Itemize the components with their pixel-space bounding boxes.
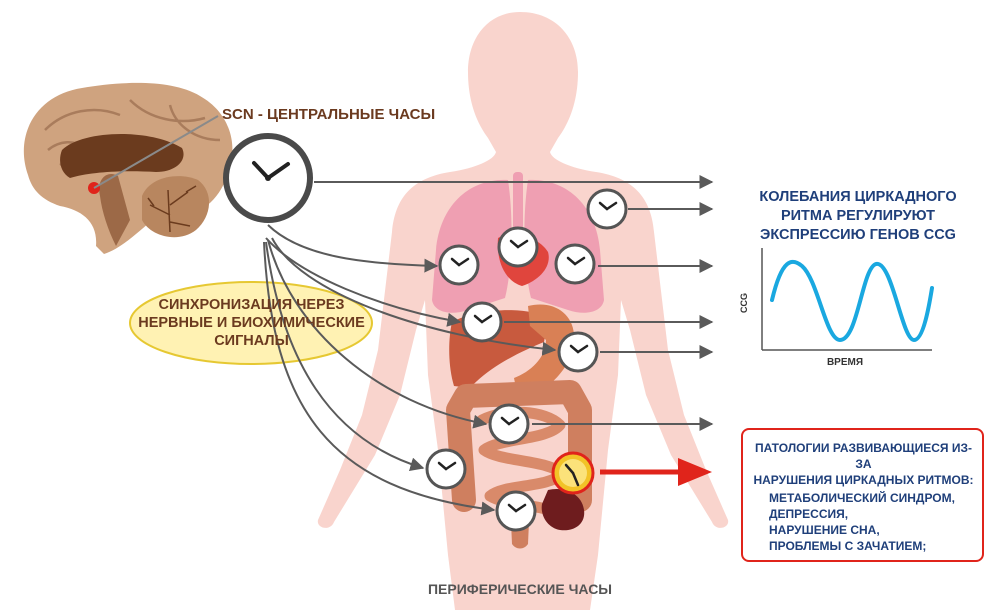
- pathologies-box: ПАТОЛОГИИ РАЗВИВАЮЩИЕСЯ ИЗ-ЗА НАРУШЕНИЯ …: [741, 428, 984, 562]
- scn-pointer: [93, 115, 219, 189]
- scn-label: SCN - ЦЕНТРАЛЬНЫЕ ЧАСЫ: [222, 106, 436, 123]
- clock-icon: [497, 226, 539, 268]
- ccg-x-axis-label: ВРЕМЯ: [826, 357, 864, 368]
- ccg-title: КОЛЕБАНИЯ ЦИРКАДНОГО РИТМА РЕГУЛИРУЮТ ЭК…: [758, 188, 958, 245]
- ccg-title-line: РИТМА РЕГУЛИРУЮТ: [780, 208, 936, 224]
- clock-icon: [586, 188, 628, 230]
- ccg-wave: [770, 259, 934, 343]
- sync-label-line: НЕРВНЫЕ И БИОХИМИЧЕСКИЕ: [138, 315, 365, 331]
- pathology-item: ДЕПРЕССИЯ,: [769, 507, 849, 521]
- central-clock-icon: [223, 133, 313, 223]
- arrows: [263, 175, 714, 516]
- peripheral-clocks-label: ПЕРИФЕРИЧЕСКИЕ ЧАСЫ: [427, 581, 613, 597]
- sync-bubble: [129, 281, 373, 365]
- pathologies-title-line: НАРУШЕНИЯ ЦИРКАДНЫХ РИТМОВ:: [753, 473, 974, 487]
- ccg-title-line: ЭКСПРЕССИЮ ГЕНОВ CCG: [760, 227, 956, 243]
- clock-icon: [438, 244, 480, 286]
- pathologies-list: МЕТАБОЛИЧЕСКИЙ СИНДРОМ, ДЕПРЕССИЯ, НАРУШ…: [769, 490, 955, 554]
- clock-icon: [461, 301, 503, 343]
- clock-icon: [554, 243, 596, 285]
- small-intestine: [476, 406, 568, 518]
- pathology-item: ПРОБЛЕМЫ С ЗАЧАТИЕМ;: [769, 539, 927, 553]
- pathologies-title: ПАТОЛОГИИ РАЗВИВАЮЩИЕСЯ ИЗ-ЗА НАРУШЕНИЯ …: [751, 440, 976, 488]
- clock-icon: [425, 448, 467, 490]
- ccg-wave-chart: [761, 248, 934, 351]
- sync-label: СИНХРОНИЗАЦИЯ ЧЕРЕЗ НЕРВНЫЕ И БИОХИМИЧЕС…: [130, 282, 373, 364]
- disrupted-organ: [541, 488, 585, 531]
- pathology-item: НАРУШЕНИЕ СНА,: [769, 523, 880, 537]
- pathologies-title-line: ПАТОЛОГИИ РАЗВИВАЮЩИЕСЯ ИЗ-ЗА: [754, 441, 973, 471]
- red-arrow: [600, 458, 712, 486]
- clock-icon: [488, 403, 530, 445]
- ccg-y-axis-label: CCG: [739, 293, 749, 313]
- sync-label-line: СИГНАЛЫ: [214, 333, 289, 349]
- disrupted-clock-icon: [551, 451, 595, 495]
- clock-icon: [557, 331, 599, 373]
- sync-label-line: СИНХРОНИЗАЦИЯ ЧЕРЕЗ: [158, 297, 345, 313]
- ccg-title-line: КОЛЕБАНИЯ ЦИРКАДНОГО: [759, 189, 957, 205]
- pathology-item: МЕТАБОЛИЧЕСКИЙ СИНДРОМ,: [769, 491, 955, 505]
- clock-icon: [495, 490, 537, 532]
